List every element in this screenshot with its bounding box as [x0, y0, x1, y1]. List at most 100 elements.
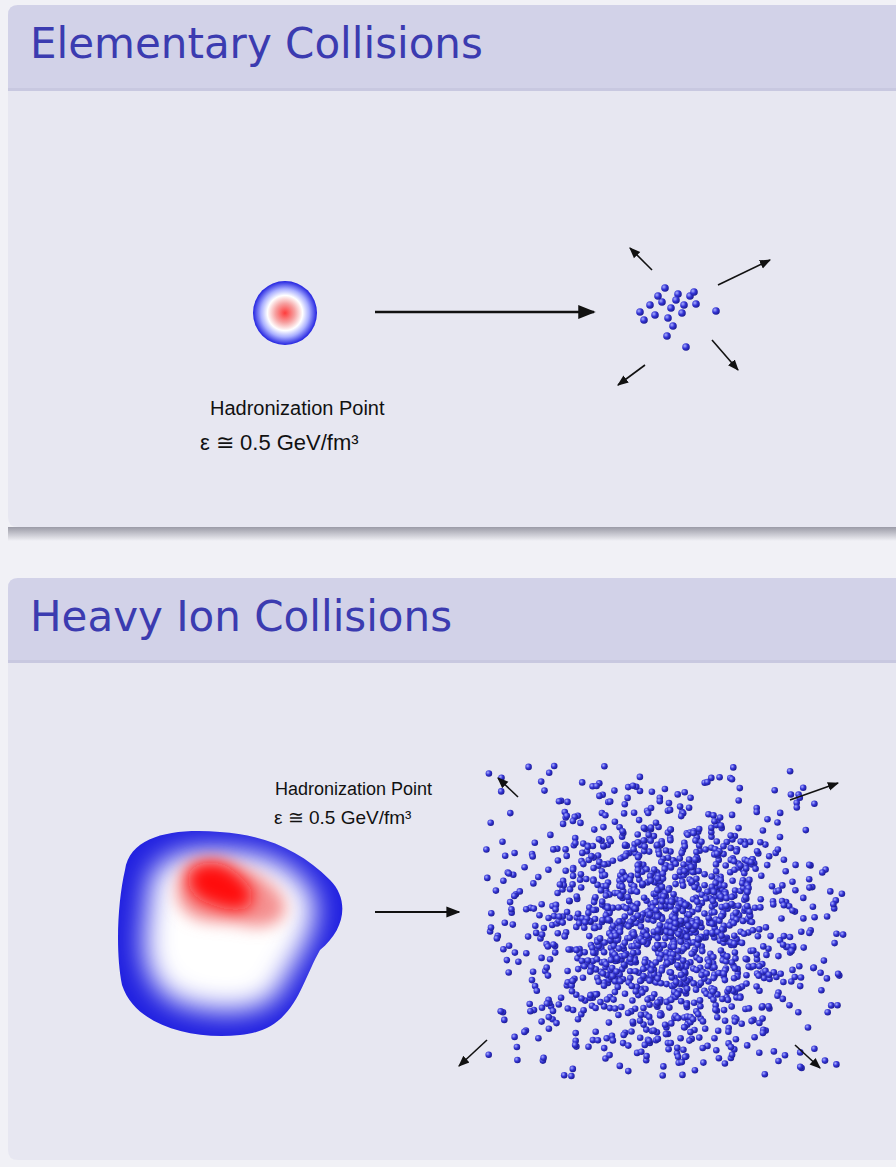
particle: [644, 996, 651, 1003]
particle: [824, 1009, 831, 1016]
particle: [737, 995, 744, 1002]
particle: [729, 877, 736, 884]
particle: [777, 971, 784, 978]
particle: [586, 933, 593, 940]
particle: [569, 978, 576, 985]
particle: [661, 942, 668, 949]
particle: [687, 795, 694, 802]
particle: [824, 975, 831, 982]
particle: [733, 848, 740, 855]
particle: [569, 881, 576, 888]
particle: [710, 988, 717, 995]
particle: [705, 963, 712, 970]
particle: [639, 881, 646, 888]
particle: [606, 1052, 613, 1059]
particle: [632, 905, 639, 912]
particle: [531, 905, 538, 912]
particle: [686, 911, 693, 918]
particle: [681, 1024, 688, 1031]
particle: [594, 991, 601, 998]
particle: [597, 935, 604, 942]
particle: [693, 875, 700, 882]
particle: [811, 800, 818, 807]
particle: [729, 812, 736, 819]
particle: [500, 946, 507, 953]
particle: [712, 307, 720, 315]
particle: [755, 933, 762, 940]
particle: [580, 861, 587, 868]
particle: [742, 956, 749, 963]
particle: [735, 902, 742, 909]
particle: [729, 1052, 736, 1059]
particle: [682, 843, 689, 850]
particle: [663, 847, 670, 854]
particle: [564, 813, 571, 820]
particle: [834, 1002, 841, 1009]
particle: [680, 882, 687, 889]
particle: [800, 915, 807, 922]
particle: [592, 925, 599, 932]
particle: [594, 956, 601, 963]
particle: [769, 883, 776, 890]
particle: [670, 891, 677, 898]
particle: [604, 996, 611, 1003]
particle: [690, 980, 697, 987]
particle: [667, 826, 674, 833]
particle: [693, 967, 700, 974]
particle: [831, 940, 838, 947]
particle: [627, 956, 634, 963]
particle: [727, 832, 734, 839]
particle: [800, 784, 807, 791]
particle: [750, 947, 757, 954]
particle: [668, 1040, 675, 1047]
particle: [752, 865, 759, 872]
particle: [743, 980, 750, 987]
particle: [631, 810, 638, 817]
particle: [743, 972, 750, 979]
particle: [800, 895, 807, 902]
particle: [789, 967, 796, 974]
particle: [699, 1045, 706, 1052]
particle: [579, 850, 586, 857]
particle: [713, 861, 720, 868]
particle: [830, 901, 837, 908]
particle: [562, 933, 569, 940]
particle: [572, 840, 579, 847]
particle: [739, 940, 746, 947]
particle: [640, 966, 647, 973]
particle: [672, 907, 679, 914]
particle: [592, 1029, 599, 1036]
particle: [673, 861, 680, 868]
particle: [711, 1035, 718, 1042]
particle: [674, 962, 681, 969]
particle: [810, 965, 817, 972]
particle: [668, 826, 675, 833]
particle: [502, 920, 509, 927]
particle: [723, 903, 730, 910]
particle: [565, 946, 572, 953]
particle: [659, 898, 666, 905]
particle: [673, 979, 680, 986]
particle: [741, 931, 748, 938]
particle: [797, 1064, 804, 1071]
particle: [744, 903, 751, 910]
particle: [664, 314, 672, 322]
particle: [654, 913, 661, 920]
particle: [639, 881, 646, 888]
particle: [833, 930, 840, 937]
particle: [600, 843, 607, 850]
particle: [681, 789, 688, 796]
particle: [662, 935, 669, 942]
particle: [592, 894, 599, 901]
particle: [648, 1019, 655, 1026]
particle: [640, 938, 647, 945]
particle: [653, 907, 660, 914]
particle: [794, 804, 801, 811]
particle: [602, 812, 609, 819]
particle: [638, 1012, 645, 1019]
particle: [686, 804, 693, 811]
particle: [642, 843, 649, 850]
particle: [667, 837, 674, 844]
particle: [651, 1027, 658, 1034]
particle: [555, 930, 562, 937]
